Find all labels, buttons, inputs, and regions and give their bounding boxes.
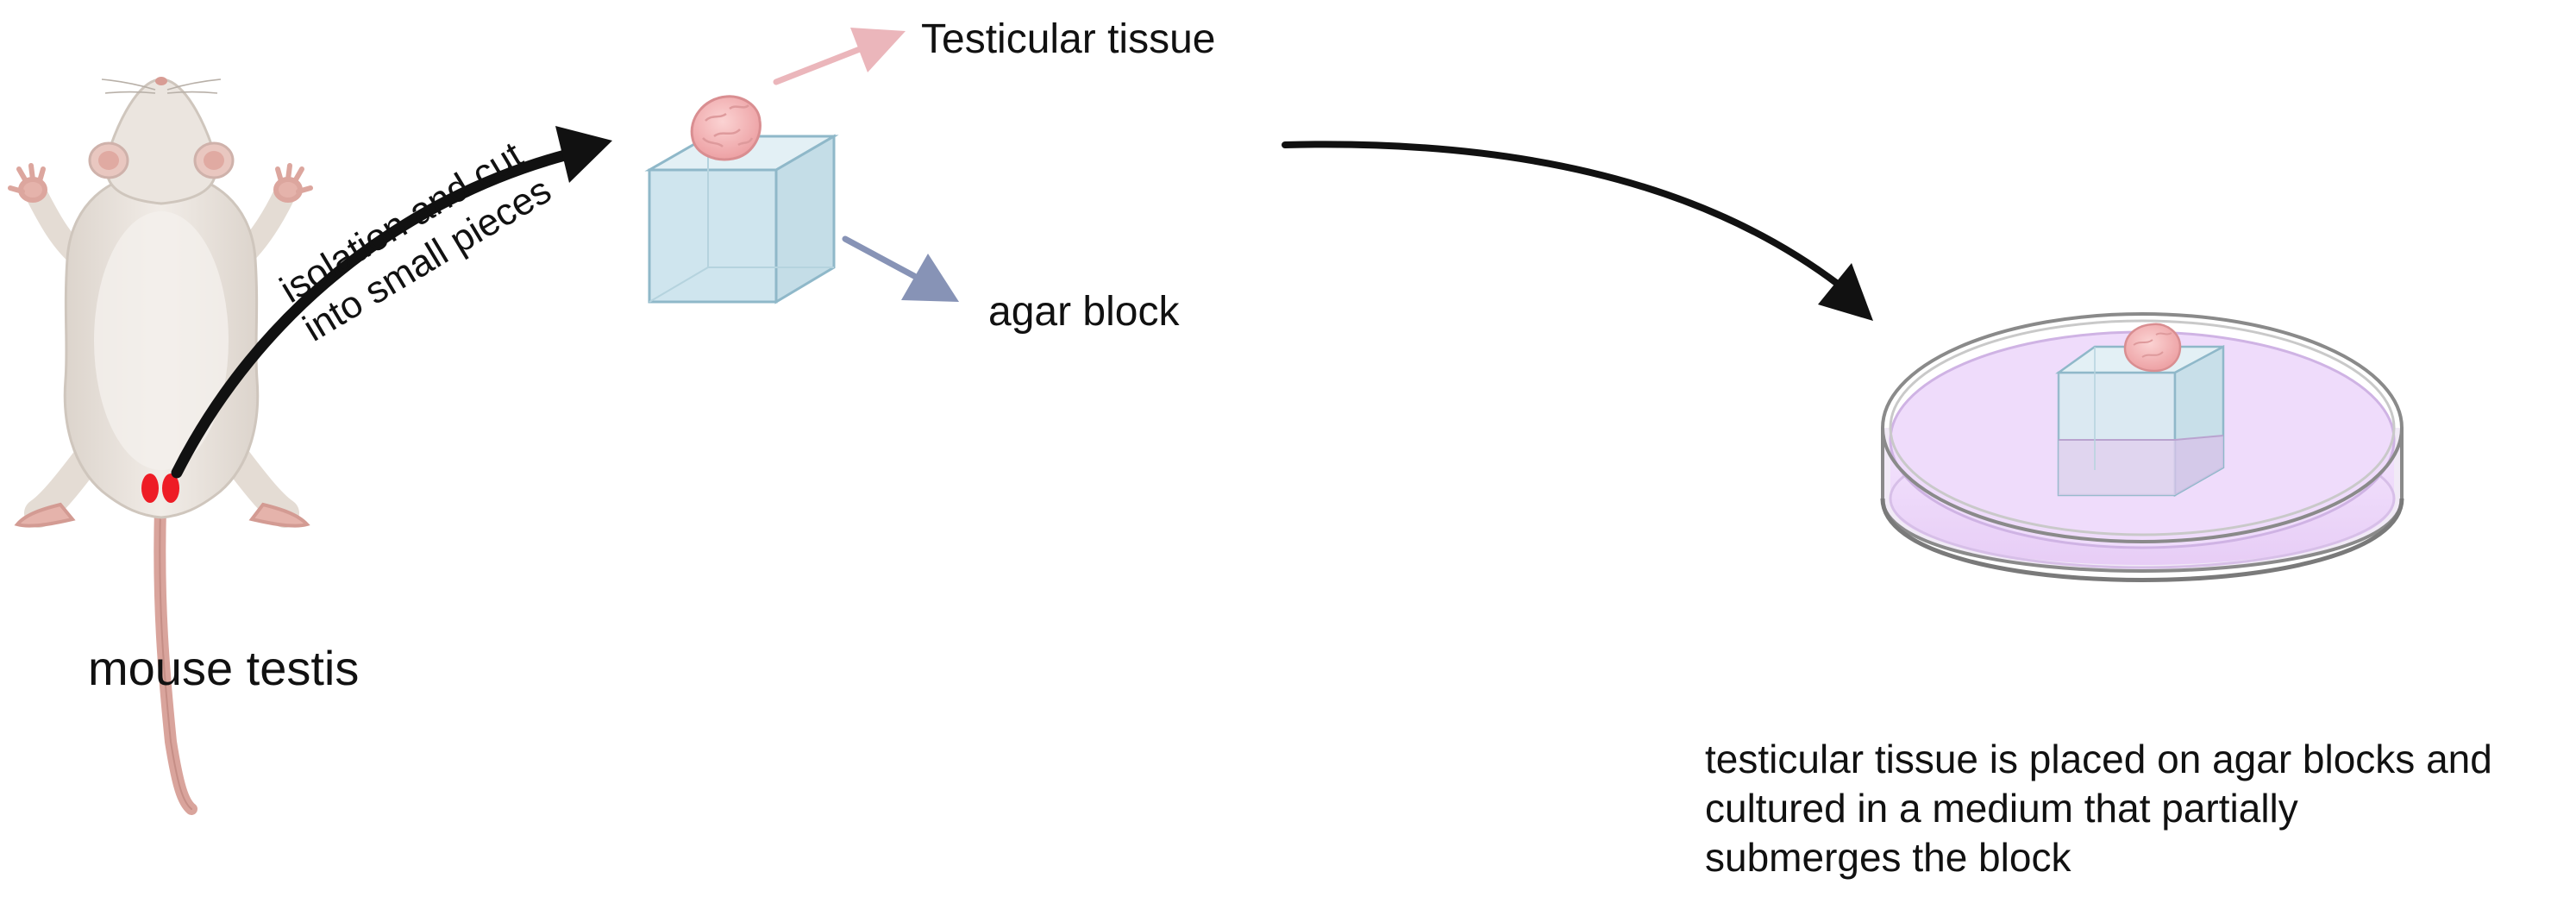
mouse-right-ear (193, 141, 235, 179)
mouse-testis-right (162, 474, 179, 503)
arrow-agar-pointer (842, 235, 959, 302)
testicular-tissue-in-dish (2123, 323, 2182, 373)
mouse-whiskers (101, 78, 222, 94)
agar-block (644, 134, 839, 304)
label-culture-description: testicular tissue is placed on agar bloc… (1705, 735, 2492, 882)
dish-rim (1881, 312, 2404, 543)
agar-block-in-dish (2055, 344, 2225, 498)
mouse-nose (155, 77, 167, 85)
arrow-tissue-pointer (773, 28, 906, 85)
mouse-testis-left (141, 474, 159, 503)
label-culture-line-3: submerges the block (1705, 835, 2071, 880)
arrow-to-culture (1282, 141, 1873, 321)
mouse-right-foot (248, 502, 310, 528)
mouse-illustration (8, 77, 313, 815)
arrow-isolation (171, 126, 612, 479)
label-culture-line-1: testicular tissue is placed on agar bloc… (1705, 737, 2492, 781)
mouse-left-foot (14, 502, 76, 528)
mouse-right-hand (273, 163, 313, 203)
testicular-tissue-piece (690, 95, 762, 161)
label-testicular-tissue: Testicular tissue (921, 16, 1216, 62)
label-culture-line-2: cultured in a medium that partially (1705, 786, 2298, 831)
mouse-left-ear (88, 141, 129, 179)
mouse-left-hand (8, 163, 47, 203)
label-mouse-testis: mouse testis (88, 641, 360, 695)
label-agar-block: agar block (988, 289, 1180, 335)
mouse-head (104, 78, 218, 205)
